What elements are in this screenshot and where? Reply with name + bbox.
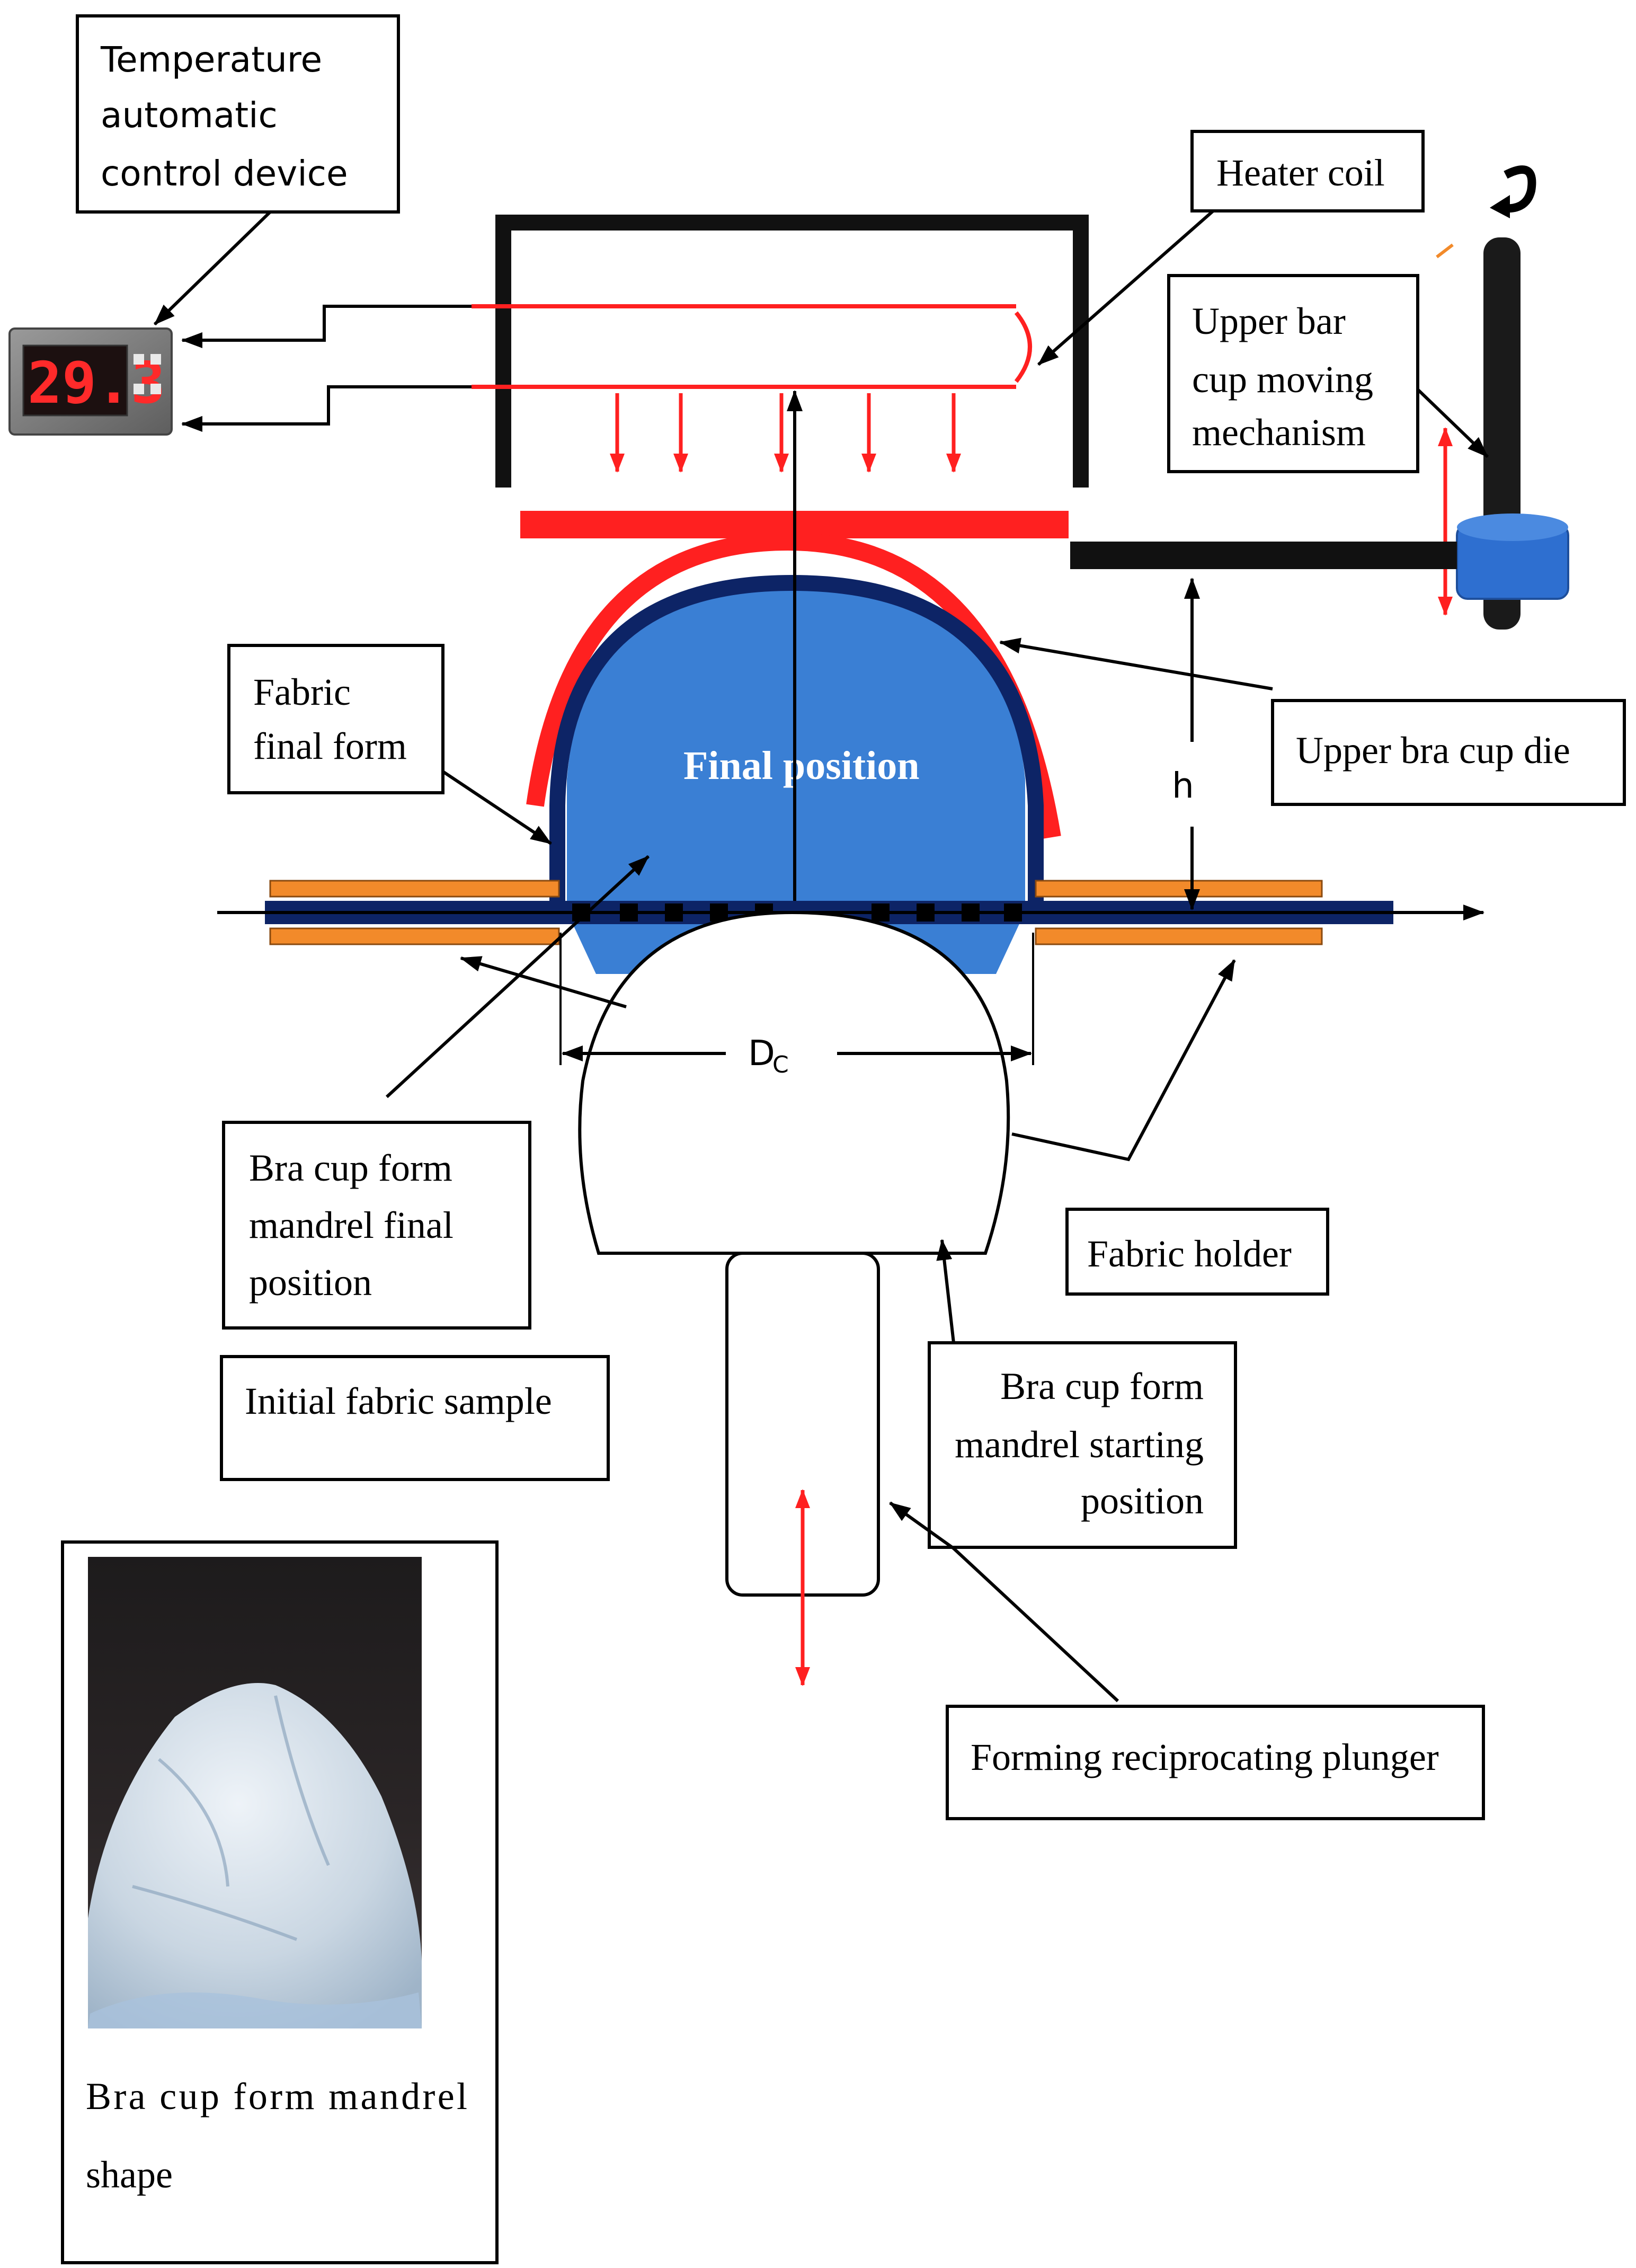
rotation-tick xyxy=(1436,243,1454,259)
initial-fabric-sample-label: Initial fabric sample xyxy=(245,1380,552,1422)
fabric-holder-left xyxy=(269,880,560,945)
fabric-final-form-label-line2: final form xyxy=(253,725,407,767)
forming-plunger-label-box: Forming reciprocating plunger xyxy=(946,1705,1485,1820)
mandrel-final-label-line3: position xyxy=(249,1261,372,1304)
fabric-holder-right xyxy=(1035,880,1323,945)
mandrel-shape-caption-line2: shape xyxy=(86,2154,173,2196)
temperature-control-label-box: Temperature automatic control device xyxy=(76,14,400,214)
temperature-control-pointer xyxy=(153,210,272,326)
mandrel-starting-label-line3: position xyxy=(1081,1479,1204,1522)
rotation-icon xyxy=(1498,165,1536,213)
upper-bra-cup-die-label: Upper bra cup die xyxy=(1296,729,1570,772)
mandrel-shape-photo xyxy=(88,1557,422,2028)
upper-bra-cup-die-pointer xyxy=(999,637,1273,690)
heater-coil-label-box: Heater coil xyxy=(1190,130,1425,212)
controller-readout: 29.3 xyxy=(28,350,165,417)
mandrel-starting-label-line1: Bra cup form xyxy=(1000,1365,1204,1407)
temperature-control-label-line3: control device xyxy=(101,153,348,194)
controller-wires xyxy=(181,305,472,432)
temperature-control-label-line2: automatic xyxy=(101,95,278,136)
upper-bar-mechanism-label-box: Upper bar cup moving mechanism xyxy=(1167,274,1419,473)
upper-bar-label-line3: mechanism xyxy=(1192,411,1366,454)
heater-coil xyxy=(472,304,1032,389)
upper-bar-label-line2: cup moving xyxy=(1192,358,1373,401)
mandrel-shape-photo-panel: Bra cup form mandrel shape xyxy=(61,1540,499,2264)
mandrel-final-label-line1: Bra cup form xyxy=(249,1147,452,1189)
heat-flow-arrows xyxy=(610,393,961,473)
mandrel-starting-position xyxy=(578,910,1010,1255)
forming-plunger-label: Forming reciprocating plunger xyxy=(971,1736,1439,1778)
mandrel-starting-position-label-box: Bra cup form mandrel starting position xyxy=(928,1341,1237,1549)
heater-coil-pointer xyxy=(1037,209,1214,366)
final-position-label: Final position xyxy=(683,743,920,788)
mandrel-shape-caption-line1: Bra cup form mandrel xyxy=(86,2075,467,2118)
mandrel-final-position-label-box: Bra cup form mandrel final position xyxy=(222,1121,531,1330)
fabric-holder-pointer xyxy=(1011,959,1236,1162)
temperature-control-label-line1: Temperature xyxy=(100,39,322,80)
diameter-symbol: D xyxy=(748,1033,775,1074)
fabric-final-form-pointer xyxy=(442,770,552,845)
temperature-controller-device: 29.3 xyxy=(8,327,173,436)
mandrel-final-label-line2: mandrel final xyxy=(249,1204,454,1246)
forming-plunger-pointer xyxy=(889,1501,1119,1703)
upper-bar-post xyxy=(1456,237,1569,630)
fabric-holder-label-box: Fabric holder xyxy=(1065,1208,1329,1296)
heater-enclosure xyxy=(495,215,1089,488)
heater-coil-label: Heater coil xyxy=(1216,152,1385,194)
upper-bar-pointer xyxy=(1416,388,1489,458)
fabric-holder-label: Fabric holder xyxy=(1087,1233,1292,1275)
mandrel-starting-label-line2: mandrel starting xyxy=(955,1423,1204,1466)
fabric-final-form xyxy=(549,574,1044,922)
initial-fabric-sample-label-box: Initial fabric sample xyxy=(220,1355,610,1481)
mandrel-final-pointer xyxy=(385,855,650,1098)
fabric-final-form-label-line1: Fabric xyxy=(253,671,351,713)
upper-bar-arm xyxy=(1070,542,1457,569)
upper-bra-cup-die-label-box: Upper bra cup die xyxy=(1271,699,1626,806)
upper-bar-label-line1: Upper bar xyxy=(1192,300,1346,342)
diameter-subscript: C xyxy=(772,1051,789,1078)
fabric-final-form-label-box: Fabric final form xyxy=(227,644,444,794)
mandrel-starting-pointer xyxy=(936,1239,955,1343)
height-symbol: h xyxy=(1172,765,1194,806)
initial-fabric-sample-pointer xyxy=(460,956,627,1008)
